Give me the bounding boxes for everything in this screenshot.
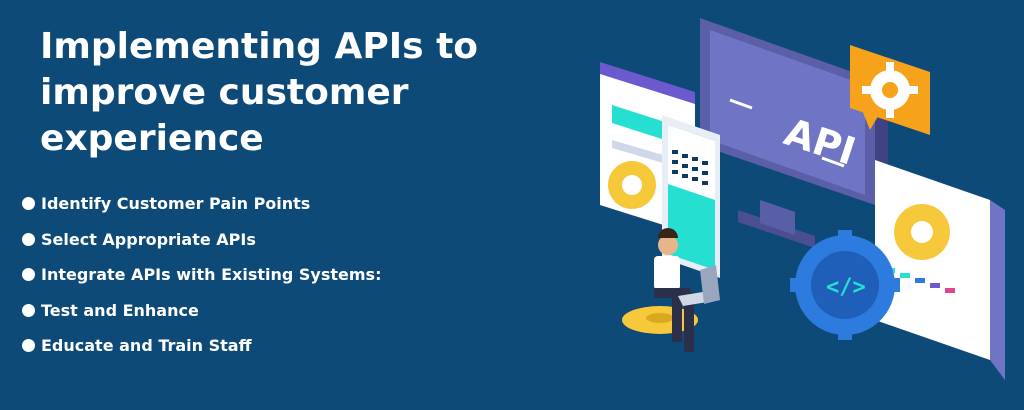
gear-icon bbox=[862, 62, 918, 118]
api-illustration: API bbox=[600, 18, 1005, 380]
page-title: Implementing APIs to improve customer ex… bbox=[40, 26, 479, 159]
list-item-label: Test and Enhance bbox=[41, 300, 199, 320]
bullet-icon bbox=[22, 303, 35, 317]
list-item-label: Identify Customer Pain Points bbox=[41, 194, 311, 214]
document-scroll-illustration bbox=[875, 160, 1005, 380]
bullet-icon bbox=[22, 197, 35, 211]
list-item: Identify Customer Pain Points bbox=[22, 186, 381, 222]
person-illustration bbox=[622, 228, 720, 352]
laptop-icon bbox=[678, 265, 720, 306]
bullet-icon bbox=[22, 339, 35, 353]
bullet-icon bbox=[22, 268, 35, 282]
code-symbol: </> bbox=[826, 275, 866, 300]
list-item-label: Integrate APIs with Existing Systems: bbox=[41, 265, 382, 285]
list-item: Educate and Train Staff bbox=[22, 328, 381, 364]
key-points-list: Identify Customer Pain Points Select App… bbox=[22, 186, 381, 364]
list-item-label: Select Appropriate APIs bbox=[41, 229, 256, 249]
list-item-label: Educate and Train Staff bbox=[41, 336, 252, 356]
list-item: Select Appropriate APIs bbox=[22, 222, 381, 258]
code-gear-icon: </> bbox=[790, 230, 900, 340]
bullet-icon bbox=[22, 232, 35, 246]
gear-speech-bubble bbox=[850, 45, 930, 135]
list-item: Test and Enhance bbox=[22, 293, 381, 329]
list-item: Integrate APIs with Existing Systems: bbox=[22, 257, 381, 293]
